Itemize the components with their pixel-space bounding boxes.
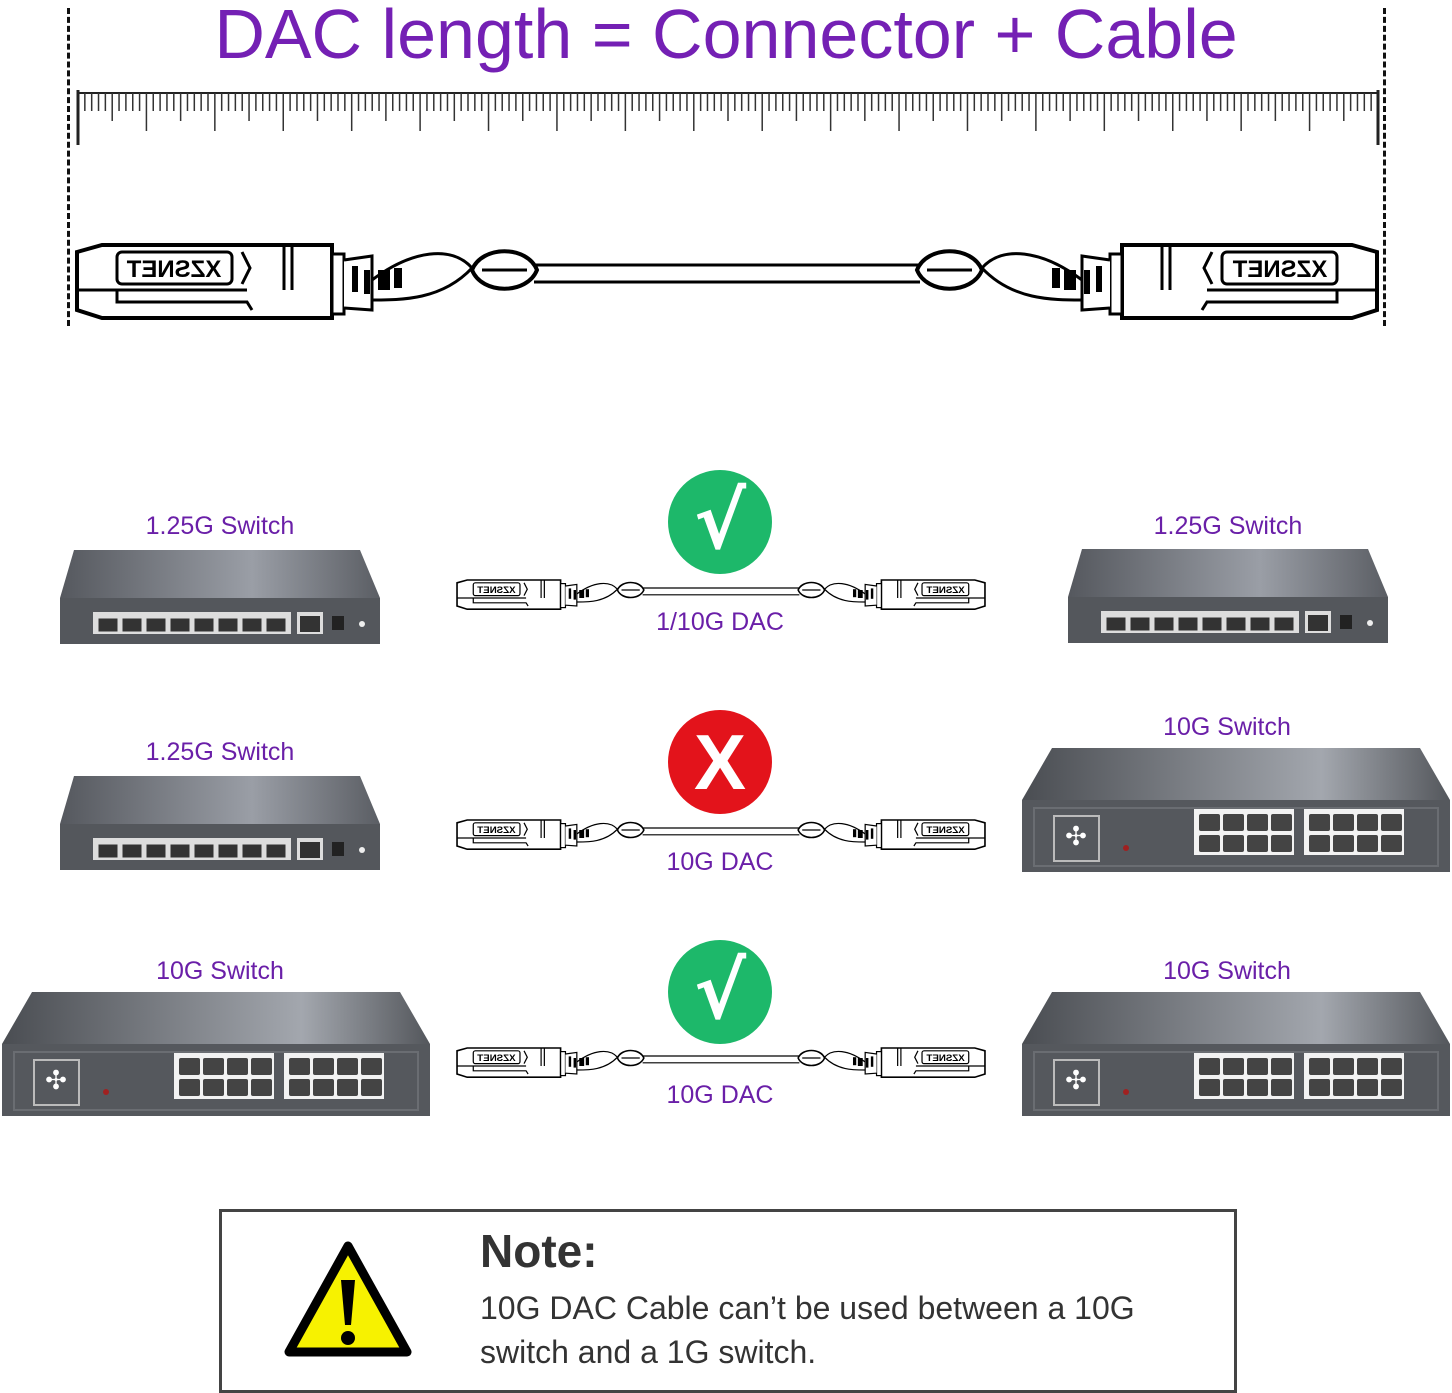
length-marker-right bbox=[1383, 8, 1386, 326]
note-text-line-1: 10G DAC Cable can’t be used between a 10… bbox=[480, 1290, 1135, 1326]
dac-cable-diagram: XZSNET XZSNET bbox=[72, 240, 1382, 325]
svg-text:XZSNET: XZSNET bbox=[926, 825, 964, 836]
check-icon: √ bbox=[668, 940, 772, 1044]
svg-text:XZSNET: XZSNET bbox=[477, 585, 515, 596]
svg-text:XZSNET: XZSNET bbox=[477, 825, 515, 836]
svg-text:XZSNET: XZSNET bbox=[926, 1053, 964, 1064]
cable-label: 1/10G DAC bbox=[656, 608, 784, 636]
dac-cable: XZSNET XZSNET bbox=[455, 578, 987, 612]
switch-label-left: 1.25G Switch bbox=[145, 512, 295, 540]
cable-label: 10G DAC bbox=[666, 848, 774, 876]
svg-text:XZSNET: XZSNET bbox=[477, 1053, 515, 1064]
svg-text:✣: ✣ bbox=[1065, 821, 1087, 851]
warning-icon bbox=[284, 1241, 412, 1357]
network-switch-right bbox=[1068, 549, 1388, 648]
switch-label-right: 10G Switch bbox=[1163, 957, 1291, 985]
switch-label-right: 10G Switch bbox=[1163, 713, 1291, 741]
switch-label-left: 1.25G Switch bbox=[145, 738, 295, 766]
ruler-icon bbox=[76, 90, 1380, 145]
dac-cable: XZSNET XZSNET bbox=[455, 1046, 987, 1080]
length-marker-left bbox=[67, 8, 70, 326]
network-switch-right: ✣ bbox=[1022, 992, 1450, 1121]
svg-text:XZSNET: XZSNET bbox=[1232, 256, 1327, 283]
note-title: Note: bbox=[480, 1225, 598, 1277]
network-switch-left bbox=[60, 550, 380, 649]
network-switch-left bbox=[60, 776, 380, 875]
cable-label: 10G DAC bbox=[666, 1081, 774, 1109]
svg-text:XZSNET: XZSNET bbox=[126, 256, 221, 283]
note-box bbox=[219, 1209, 1237, 1393]
switch-label-right: 1.25G Switch bbox=[1153, 512, 1303, 540]
network-switch-right: ✣ bbox=[1022, 748, 1450, 877]
network-switch-left: ✣ bbox=[2, 992, 430, 1121]
svg-text:✣: ✣ bbox=[45, 1065, 67, 1095]
svg-text:✣: ✣ bbox=[1065, 1065, 1087, 1095]
svg-text:XZSNET: XZSNET bbox=[926, 585, 964, 596]
page-title: DAC length = Connector + Cable bbox=[214, 0, 1238, 73]
x-icon: X bbox=[668, 710, 772, 814]
dac-cable: XZSNET XZSNET bbox=[455, 818, 987, 852]
check-icon: √ bbox=[668, 470, 772, 574]
switch-label-left: 10G Switch bbox=[156, 957, 284, 985]
note-text-line-2: switch and a 1G switch. bbox=[480, 1334, 817, 1370]
